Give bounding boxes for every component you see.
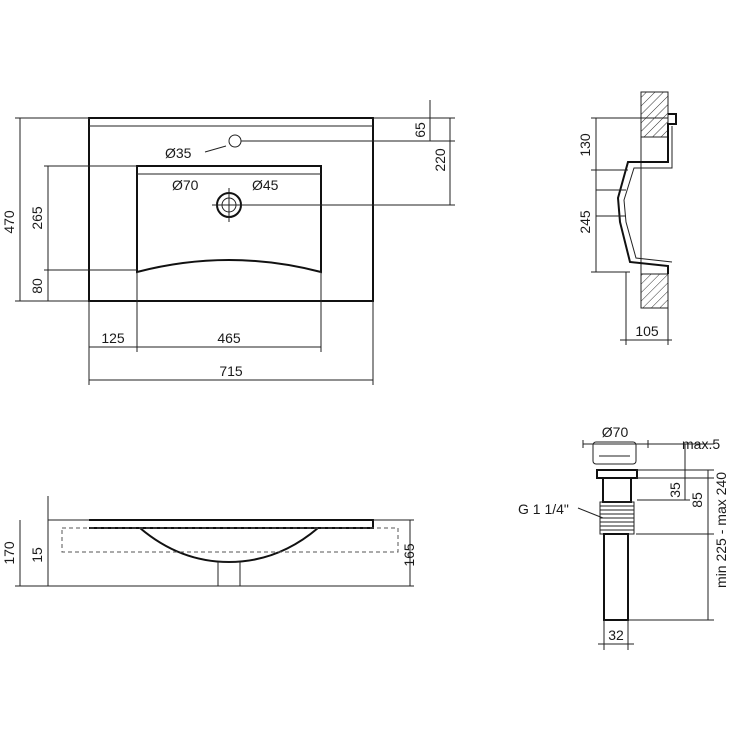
drain-cap-diameter: Ø70 (602, 424, 629, 440)
drain-detail (577, 440, 714, 650)
lower-height-label: 245 (577, 210, 593, 234)
front-rim (89, 519, 374, 529)
drain-cap (592, 441, 637, 465)
drain-offset-label: 220 (432, 148, 448, 172)
side-section (591, 91, 677, 345)
total-width-label: 715 (219, 363, 243, 379)
wall-upper (640, 91, 669, 138)
front-drain-pipe (217, 561, 241, 587)
drain-body-height-label: 85 (689, 492, 705, 508)
drain-max-gap-label: max.5 (682, 436, 720, 452)
drain-pipe (603, 533, 629, 621)
top-view (15, 100, 455, 385)
front-rim-height-label: 15 (29, 547, 45, 563)
drain-thread (599, 501, 635, 535)
front-total-height-label: 170 (1, 541, 17, 565)
drain-pipe-width-label: 32 (608, 627, 624, 643)
front-edge-label: 80 (29, 278, 45, 294)
drain-thread-height-label: 35 (667, 482, 683, 498)
tap-hole (228, 134, 242, 148)
left-margin-label: 125 (101, 330, 125, 346)
tap-hole-diameter: Ø35 (165, 145, 192, 161)
front-bowl (139, 527, 319, 564)
basin-outline (88, 117, 374, 302)
drain-body (602, 477, 632, 503)
bowl-depth-label: 265 (29, 206, 45, 230)
bowl-width-label: 465 (217, 330, 241, 346)
front-bowl-height-label: 165 (401, 543, 417, 567)
drain-outer-diameter: Ø70 (172, 177, 199, 193)
total-depth-label: 470 (1, 210, 17, 234)
bowl-outline (136, 165, 322, 274)
tap-offset-label: 65 (412, 122, 428, 138)
wall-lower (640, 273, 669, 309)
drain-range-label: min 225 - max 240 (713, 472, 729, 588)
drain-thread-label: G 1 1/4" (518, 501, 569, 517)
basin-section (616, 113, 677, 274)
drain-inner-diameter: Ø45 (252, 177, 279, 193)
drain-flange (596, 469, 638, 479)
section-depth-label: 105 (635, 323, 659, 339)
upper-height-label: 130 (577, 133, 593, 157)
front-view (15, 496, 414, 587)
